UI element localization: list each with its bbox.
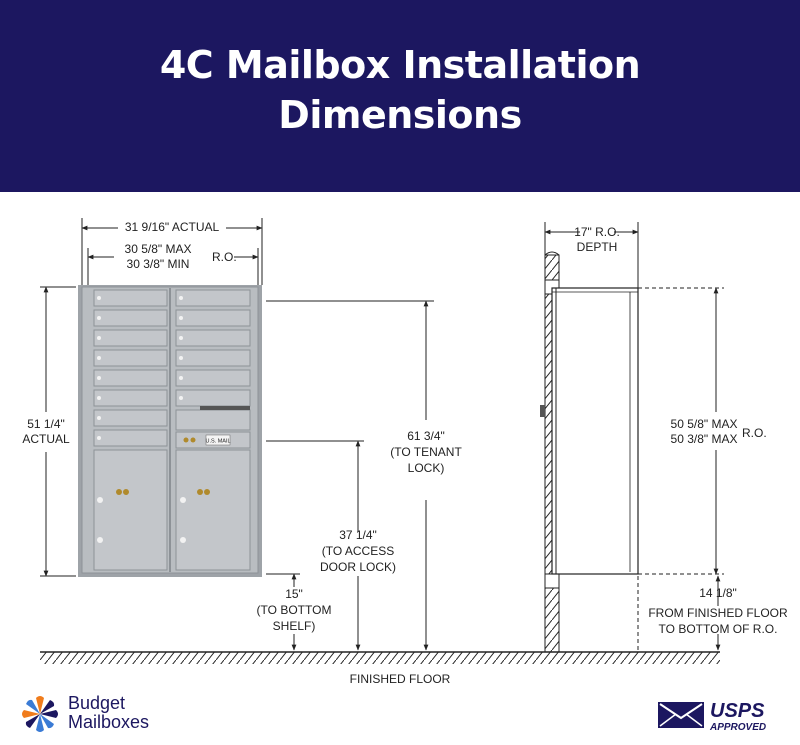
parcel-handle-icon [97, 497, 103, 503]
side-dimension-labels: 17" R.O. DEPTH 50 5/8" MAX 50 3/8" MAX R… [574, 225, 788, 636]
tenant-door [93, 289, 168, 307]
parcel-handle-icon [180, 537, 186, 543]
finished-floor: FINISHED FLOOR [40, 651, 720, 686]
page-title-line-1: 4C Mailbox Installation [159, 43, 641, 87]
brand-name-line-2: Mailboxes [68, 712, 150, 732]
tenant-door [175, 329, 251, 347]
left-tenant-doors [93, 289, 168, 447]
page-title-line-2: Dimensions [278, 93, 522, 137]
master-lock-icon [183, 437, 189, 443]
ro-label: R.O. [212, 250, 237, 264]
right-tenant-doors: U.S. MAIL [175, 289, 251, 449]
tenant-door [93, 429, 168, 447]
master-lock-icon [190, 437, 196, 443]
side-ro-label: R.O. [742, 426, 767, 440]
height-actual-value: 51 1/4" [27, 417, 65, 431]
parcel-locker-door [93, 449, 168, 571]
access-lock-value: 37 1/4" [339, 528, 377, 542]
width-actual-label: 31 9/16" ACTUAL [125, 220, 220, 234]
parcel-handle-icon [97, 537, 103, 543]
header-banner: 4C Mailbox Installation Dimensions [0, 0, 800, 192]
ro-min-label: 30 3/8" MIN [127, 257, 190, 271]
tenant-door [93, 349, 168, 367]
finished-floor-label: FINISHED FLOOR [350, 672, 451, 686]
side-dimension-lines [544, 222, 724, 651]
bottom-shelf-value: 15" [285, 587, 303, 601]
usps-label: USPS [710, 700, 765, 722]
budget-mailboxes-logo-icon [22, 696, 58, 732]
tenant-lock-label-1: (TO TENANT [390, 445, 462, 459]
tenant-door [175, 349, 251, 367]
approved-label: APPROVED [709, 722, 766, 733]
parcel-lock-icon [204, 489, 210, 495]
outgoing-mail-slot [200, 406, 250, 410]
mailbox-side-profile [551, 287, 639, 575]
us-mail-label: U.S. MAIL [205, 439, 230, 445]
mailbox-side-view [540, 251, 639, 653]
tenant-door [93, 329, 168, 347]
tenant-door [93, 369, 168, 387]
brand-name: Budget Mailboxes [68, 694, 149, 732]
floor-to-ro-label-2: TO BOTTOM OF R.O. [659, 622, 778, 636]
depth-label: DEPTH [577, 240, 618, 254]
installation-diagram: U.S. MAIL [22, 218, 788, 686]
tenant-door [175, 389, 251, 407]
tenant-door [175, 369, 251, 387]
parcel-lock-icon [197, 489, 203, 495]
front-dimension-labels: 31 9/16" ACTUAL 30 5/8" MAX 30 3/8" MIN … [22, 220, 462, 633]
parcel-locker-door [175, 449, 251, 571]
tenant-door [175, 289, 251, 307]
side-ro-max-label: 50 5/8" MAX [671, 417, 738, 431]
tenant-door [93, 389, 168, 407]
usps-approved-badge: USPS APPROVED [658, 700, 766, 733]
usps-eagle-icon [658, 702, 704, 728]
us-mail-plate [205, 434, 231, 446]
access-lock-label-2: DOOR LOCK) [320, 560, 396, 574]
side-ro-min-label: 50 3/8" MAX [671, 432, 738, 446]
tenant-door [175, 309, 251, 327]
floor-to-ro-label-1: FROM FINISHED FLOOR [648, 606, 788, 620]
brand-name-line-1: Budget [68, 693, 126, 713]
tenant-lock-value: 61 3/4" [407, 429, 445, 443]
parcel-lock-icon [123, 489, 129, 495]
floor-to-ro-value: 14 1/8" [699, 586, 737, 600]
tenant-door [93, 309, 168, 327]
front-dimension-lines [40, 218, 434, 651]
ro-max-label: 30 5/8" MAX [125, 242, 192, 256]
page-title: 4C Mailbox Installation Dimensions [0, 40, 800, 140]
tenant-door [93, 409, 168, 427]
side-handle [540, 405, 545, 417]
height-actual-label: ACTUAL [22, 432, 70, 446]
parcel-lock-icon [116, 489, 122, 495]
depth-value: 17" R.O. [574, 225, 620, 239]
access-lock-label-1: (TO ACCESS [322, 544, 394, 558]
bottom-shelf-label-1: (TO BOTTOM [257, 603, 332, 617]
bottom-shelf-label-2: SHELF) [273, 619, 316, 633]
parcel-lockers [93, 449, 251, 571]
tenant-lock-label-2: LOCK) [408, 461, 445, 475]
mailbox-front-view: U.S. MAIL [78, 285, 262, 577]
sill-block [544, 573, 560, 589]
parcel-handle-icon [180, 497, 186, 503]
outgoing-mail-slot-panel [175, 409, 251, 431]
